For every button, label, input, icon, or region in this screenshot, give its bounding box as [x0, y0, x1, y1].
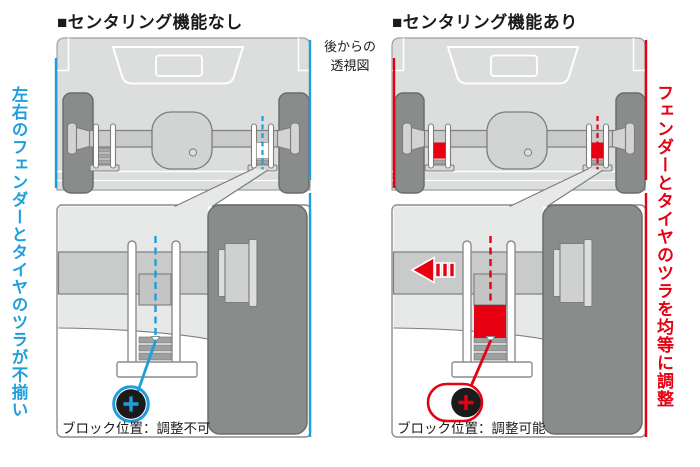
plus-icon	[458, 395, 474, 410]
pin-fixed-outline	[112, 385, 150, 423]
block-position-label-right: ブロック位置：調整可能	[397, 421, 546, 436]
block-highlight	[433, 142, 446, 159]
center-pin-icon	[426, 340, 492, 423]
detail-view	[56, 167, 312, 438]
center-pin-icon	[112, 340, 157, 423]
side-note-left: 左右のフェンダーとタイヤのツラが不揃い	[9, 86, 27, 419]
block-position-label-left: ブロック位置：調整不可	[62, 421, 211, 436]
shift-left-arrow-icon	[410, 256, 456, 284]
panel-left-diagram	[54, 37, 312, 438]
panel-right-diagram	[391, 37, 648, 438]
panel-title-left: ■センタリング機能なし	[57, 13, 243, 32]
view-note: 後からの 透視図	[323, 39, 376, 73]
plus-icon	[123, 396, 139, 412]
side-note-right: フェンダーとタイヤのツラを均等に調整	[654, 84, 673, 408]
panel-title-right: ■センタリング機能あり	[392, 13, 578, 32]
